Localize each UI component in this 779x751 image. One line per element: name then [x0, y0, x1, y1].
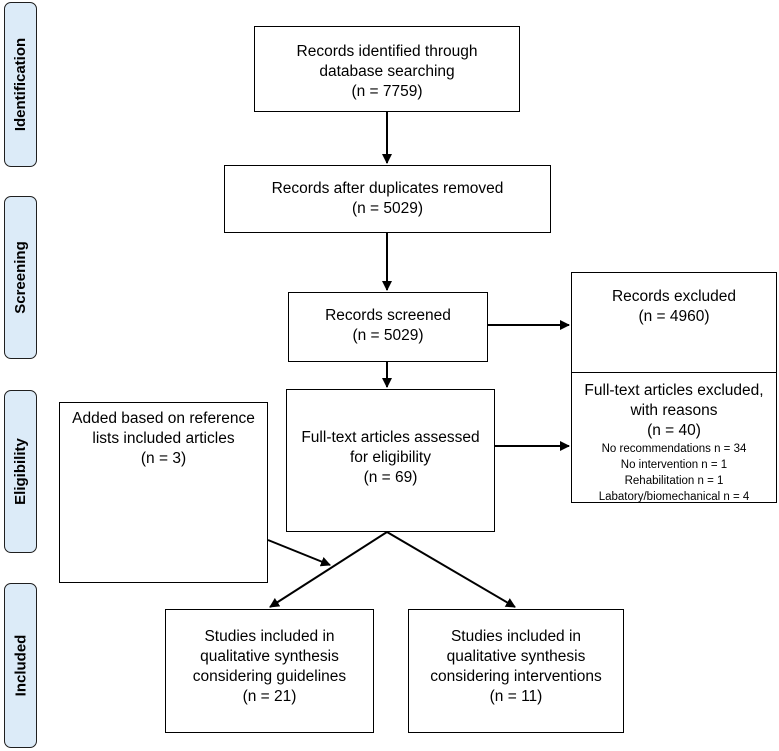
box-text-line: Records excluded — [611, 288, 737, 305]
box-count: (n = 69) — [363, 469, 418, 486]
box-text-line: lists included articles — [92, 430, 235, 447]
box-text-line: considering guidelines — [192, 668, 347, 685]
box-count: (n = 5029) — [352, 327, 424, 344]
box-text-line: Studies included in — [204, 628, 335, 645]
box-text-line: qualitative synthesis — [446, 648, 586, 665]
box-count: (n = 5029) — [351, 200, 424, 217]
box-records-excluded: Records excluded (n = 4960) — [571, 272, 777, 382]
box-records-screened: Records screened (n = 5029) — [288, 292, 488, 362]
exclusion-reason: Rehabilitation n = 1 — [624, 475, 724, 487]
box-records-identified: Records identified through database sear… — [254, 26, 520, 112]
box-included-guidelines: Studies included in qualitative synthesi… — [165, 609, 374, 733]
phase-identification-label: Identification — [12, 37, 29, 132]
box-records-after-duplicates: Records after duplicates removed (n = 50… — [224, 165, 551, 233]
box-count: (n = 7759) — [351, 83, 423, 100]
arrow-to-interventions — [386, 531, 516, 608]
box-count: (n = 11) — [489, 688, 543, 705]
phase-included: Included — [4, 583, 37, 748]
phase-eligibility-label: Eligibility — [12, 438, 29, 505]
box-text-line: Studies included in — [450, 628, 582, 645]
box-text-line: Records identified through — [296, 43, 478, 60]
exclusion-reason: No recommendations n = 34 — [601, 443, 747, 455]
arrow-added-reference — [267, 539, 331, 567]
box-count: (n = 40) — [647, 422, 701, 439]
exclusion-reason: No intervention n = 1 — [620, 459, 728, 471]
box-included-interventions: Studies included in qualitative synthesi… — [408, 609, 624, 733]
box-text-line: database searching — [319, 63, 455, 80]
exclusion-reason: Labatory/biomechanical n = 4 — [598, 491, 750, 503]
box-count: (n = 3) — [140, 450, 187, 467]
box-count: (n = 4960) — [638, 308, 710, 325]
box-text-line: qualitative synthesis — [200, 648, 339, 665]
phase-identification: Identification — [4, 2, 37, 167]
box-added-reference: Added based on reference lists included … — [59, 402, 268, 583]
box-text-line: Records after duplicates removed — [271, 180, 504, 197]
box-text-line: Records screened — [325, 307, 451, 324]
arrow-to-guidelines — [269, 531, 388, 608]
box-text-line: Full-text articles excluded, — [584, 382, 764, 399]
box-text-line: with reasons — [630, 402, 718, 419]
box-count: (n = 21) — [242, 688, 297, 705]
box-text-line: considering interventions — [430, 668, 602, 685]
phase-eligibility: Eligibility — [4, 390, 37, 553]
phase-screening-label: Screening — [12, 241, 29, 314]
box-text-line: Added based on reference — [72, 410, 255, 427]
phase-included-label: Included — [12, 634, 30, 697]
box-fulltext-assessed: Full-text articles assessed for eligibil… — [286, 389, 495, 532]
phase-screening: Screening — [4, 196, 37, 359]
box-text-line: Full-text articles assessed — [301, 429, 480, 446]
box-text-line: for eligibility — [350, 449, 431, 466]
box-fulltext-excluded: Full-text articles excluded, with reason… — [571, 372, 777, 503]
